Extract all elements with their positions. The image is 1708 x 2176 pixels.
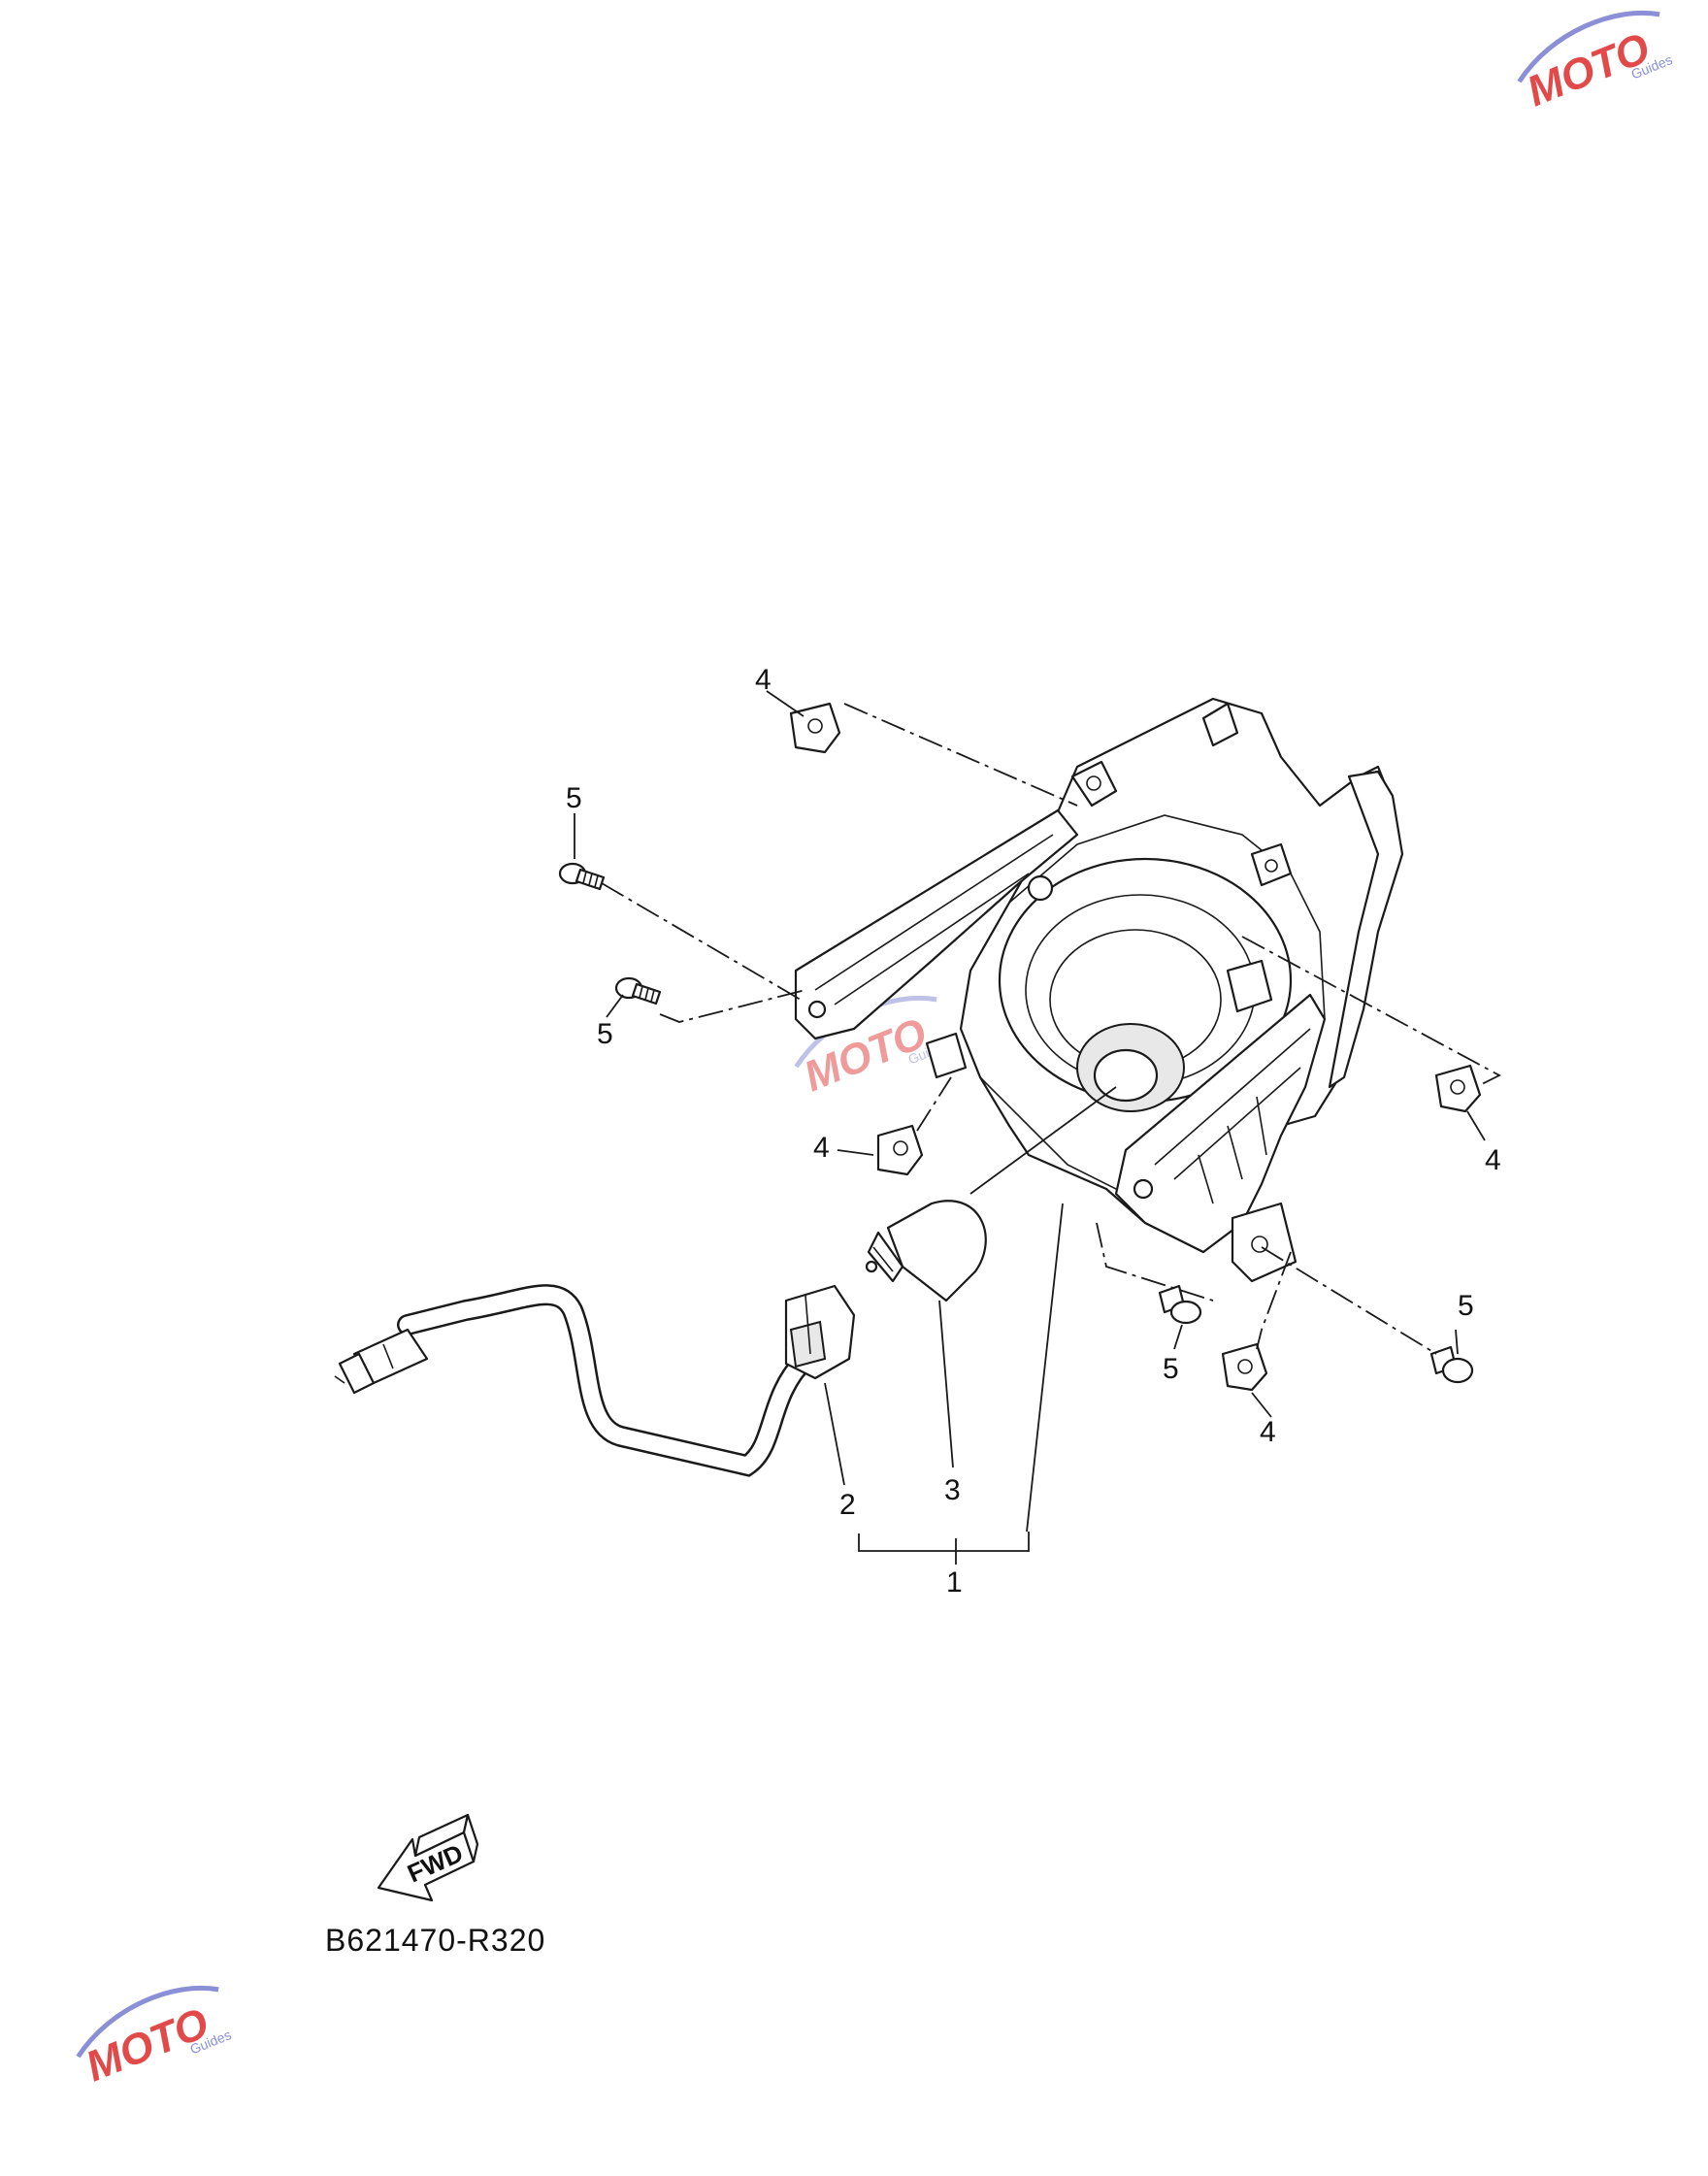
screw-bottom bbox=[1158, 1284, 1202, 1325]
socket-cord bbox=[334, 1284, 856, 1477]
leader-lines bbox=[574, 690, 1486, 1565]
callout-nut-right: 4 bbox=[1485, 1144, 1501, 1176]
callout-screw-upper-left: 5 bbox=[566, 782, 582, 814]
nut-mid-left bbox=[876, 1124, 924, 1176]
screw-lower-left bbox=[614, 976, 662, 1006]
callout-screw-right: 5 bbox=[1458, 1290, 1474, 1322]
callout-screw-lower-left: 5 bbox=[597, 1018, 613, 1050]
callout-nut-bottom: 4 bbox=[1260, 1416, 1276, 1448]
assembly-lines bbox=[601, 703, 1501, 1355]
screw-right bbox=[1429, 1345, 1474, 1384]
fwd-arrow: FWD bbox=[377, 1813, 479, 1902]
nut-top-left bbox=[789, 702, 841, 754]
screw-upper-left bbox=[558, 862, 606, 891]
headlight-housing bbox=[794, 697, 1404, 1283]
callouts: 4 5 5 4 4 5 5 4 2 3 1 bbox=[566, 664, 1501, 1599]
callout-nut-top-left: 4 bbox=[755, 664, 772, 696]
watermark-logo-top: MOTO Guides bbox=[1517, 10, 1674, 115]
watermark-logo-bottom: MOTO Guides bbox=[76, 1985, 233, 2091]
bulb bbox=[865, 1200, 987, 1302]
callout-socket-cord: 2 bbox=[839, 1489, 856, 1521]
callout-bulb: 3 bbox=[944, 1474, 961, 1506]
part-code: B621470-R320 bbox=[325, 1923, 545, 1958]
callout-headlight-assy: 1 bbox=[946, 1566, 963, 1599]
callout-screw-bottom: 5 bbox=[1163, 1353, 1179, 1385]
nut-bottom bbox=[1221, 1342, 1268, 1392]
nut-right bbox=[1434, 1064, 1482, 1113]
callout-nut-mid-left: 4 bbox=[813, 1132, 830, 1164]
